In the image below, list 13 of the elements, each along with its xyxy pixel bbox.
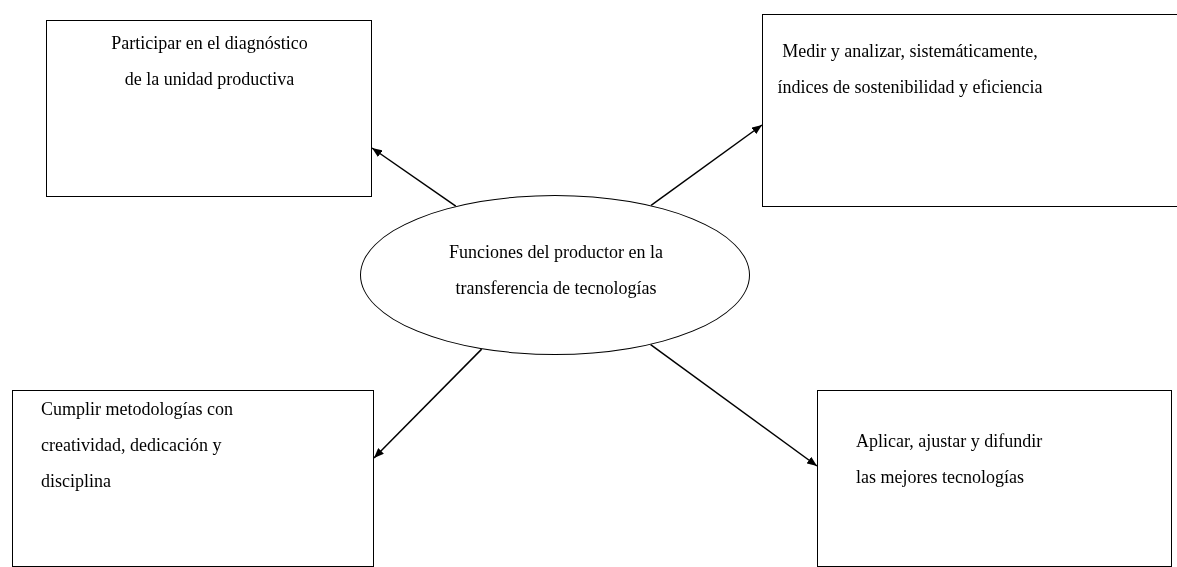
- node-text: Medir y analizar, sistemáticamente, índices de sostenibilidad y eficiencia: [776, 40, 1044, 99]
- arrow: [650, 124, 763, 207]
- node-text: Funciones del productor en la transferencia de tecnologías: [448, 241, 664, 300]
- node-text: Cumplir metodologías con creatividad, dedicación y disciplina: [41, 398, 234, 493]
- arrow: [373, 348, 483, 459]
- text-box: [762, 14, 1177, 207]
- text-box: [817, 390, 1172, 567]
- text-box: [46, 20, 372, 197]
- node-text: Participar en el diagnóstico de la unidad productiva: [110, 32, 309, 91]
- arrow: [649, 343, 818, 467]
- text-box: [12, 390, 374, 567]
- arrow: [371, 147, 457, 207]
- node-text: Aplicar, ajustar y difundir las mejores tecnologías: [856, 430, 1044, 489]
